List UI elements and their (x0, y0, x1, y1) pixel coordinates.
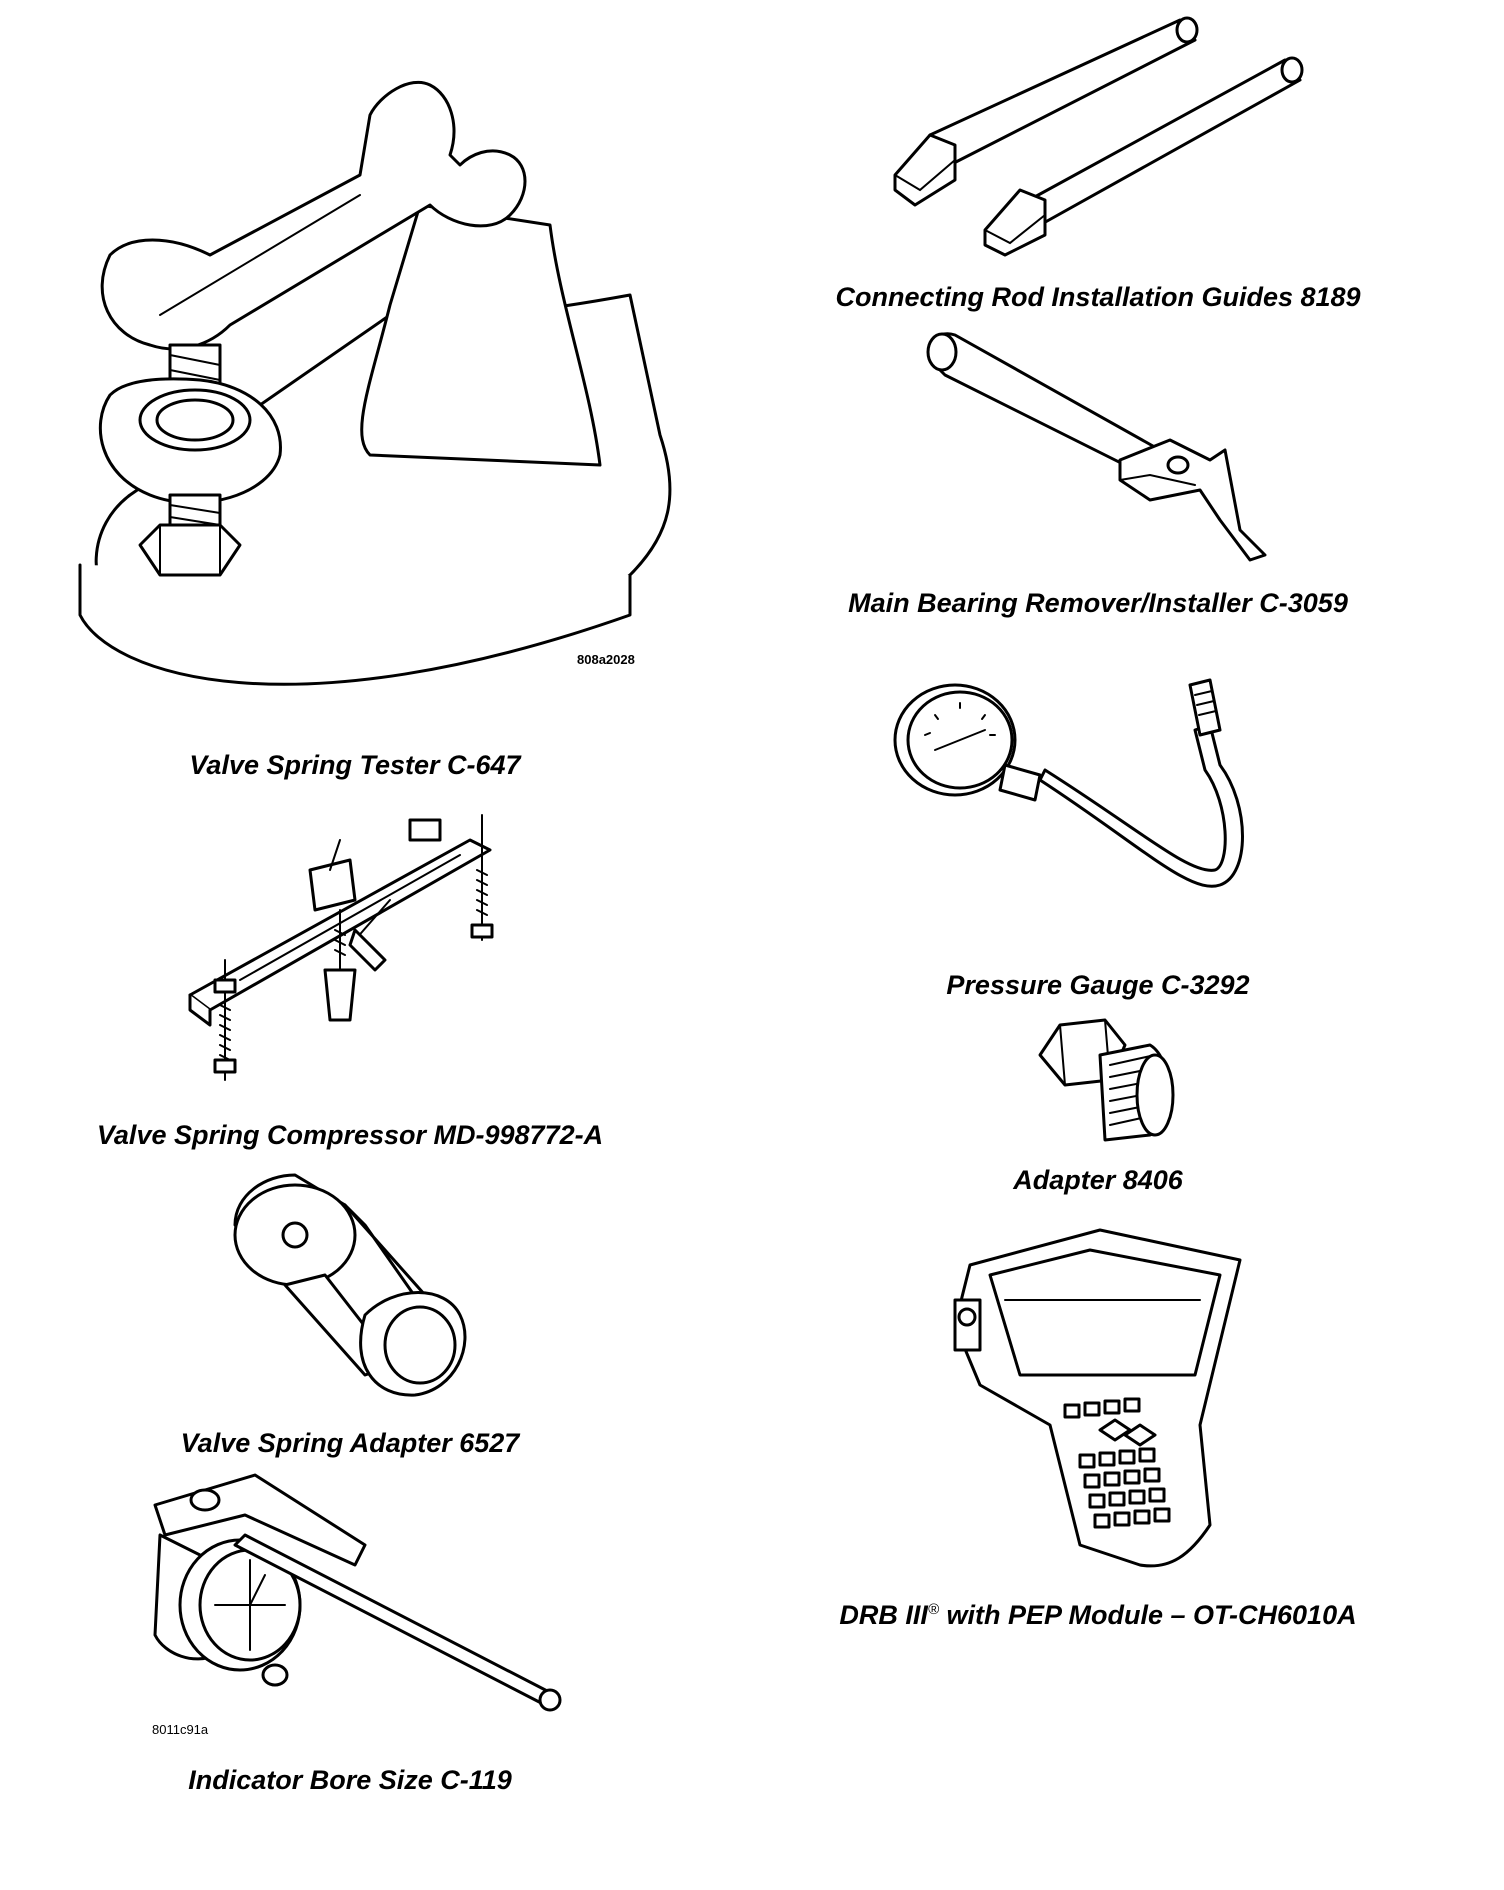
tool-caption: Valve Spring Adapter 6527 (180, 1428, 520, 1458)
tool-caption: Main Bearing Remover/Installer C-3059 (848, 588, 1348, 618)
tool-caption: DRB III® with PEP Module – OT-CH6010A (839, 1600, 1356, 1631)
tool-caption: Adapter 8406 (1013, 1165, 1183, 1195)
tool-caption-rest: with PEP Module – OT-CH6010A (939, 1600, 1357, 1630)
tool-caption: Pressure Gauge C-3292 (946, 970, 1250, 1000)
bore-indicator-icon (153, 1473, 562, 1712)
connecting-rod-guides-icon (893, 16, 1304, 257)
tool-caption: Valve Spring Tester C-647 (189, 750, 521, 780)
tool-caption-main: DRB III (839, 1600, 928, 1630)
tool-caption: Valve Spring Compressor MD-998772-A (96, 1120, 604, 1150)
adapter-fitting-icon (1038, 1018, 1175, 1142)
figure-code: 8011c91a (152, 1722, 209, 1737)
registered-mark: ® (927, 1601, 939, 1618)
main-bearing-tool-icon (926, 332, 1267, 562)
keypad (1063, 1397, 1171, 1529)
tool-caption: Indicator Bore Size C-119 (188, 1765, 512, 1795)
figure-code: 808a2028 (577, 652, 635, 667)
valve-spring-adapter-icon (233, 1173, 467, 1397)
valve-spring-compressor-icon (188, 814, 494, 1081)
tool-caption: Connecting Rod Installation Guides 8189 (835, 282, 1361, 312)
pressure-gauge-icon (893, 678, 1244, 888)
drb-scan-tool-icon (950, 1225, 1242, 1568)
valve-spring-tester-icon (78, 80, 672, 686)
